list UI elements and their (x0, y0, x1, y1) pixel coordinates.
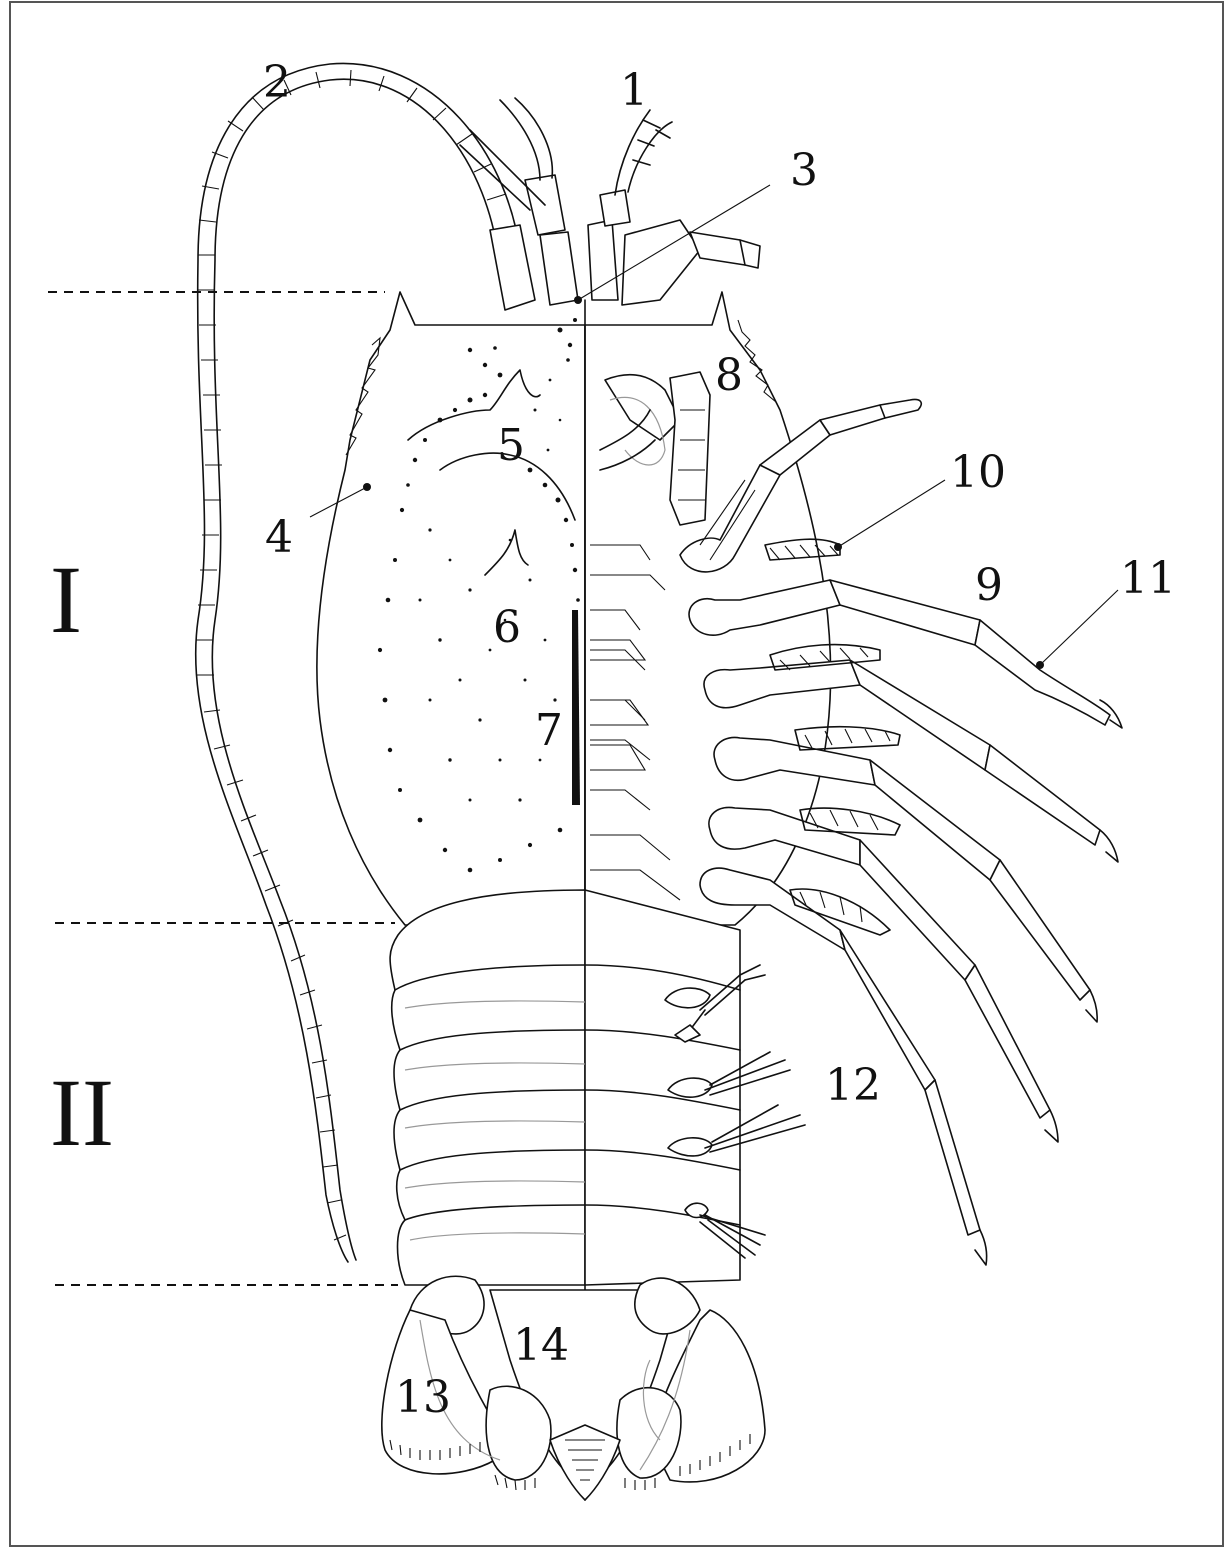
region-label-ii: II (50, 1059, 114, 1166)
label-3: 3 (790, 145, 818, 196)
label-8: 8 (715, 350, 743, 401)
label-13: 13 (395, 1372, 451, 1423)
label-12: 12 (825, 1060, 881, 1111)
thoracic-legs (680, 399, 1122, 1265)
first-antenna (460, 98, 760, 310)
label-7: 7 (535, 705, 563, 756)
label-2: 2 (263, 57, 291, 108)
label-10: 10 (950, 447, 1006, 498)
region-label-i: I (50, 546, 82, 653)
label-6: 6 (493, 602, 521, 653)
label-5: 5 (497, 420, 525, 471)
label-11: 11 (1120, 553, 1176, 604)
label-4: 4 (265, 512, 293, 563)
label-14: 14 (513, 1320, 569, 1371)
label-9: 9 (975, 560, 1003, 611)
label-1: 1 (620, 65, 648, 116)
